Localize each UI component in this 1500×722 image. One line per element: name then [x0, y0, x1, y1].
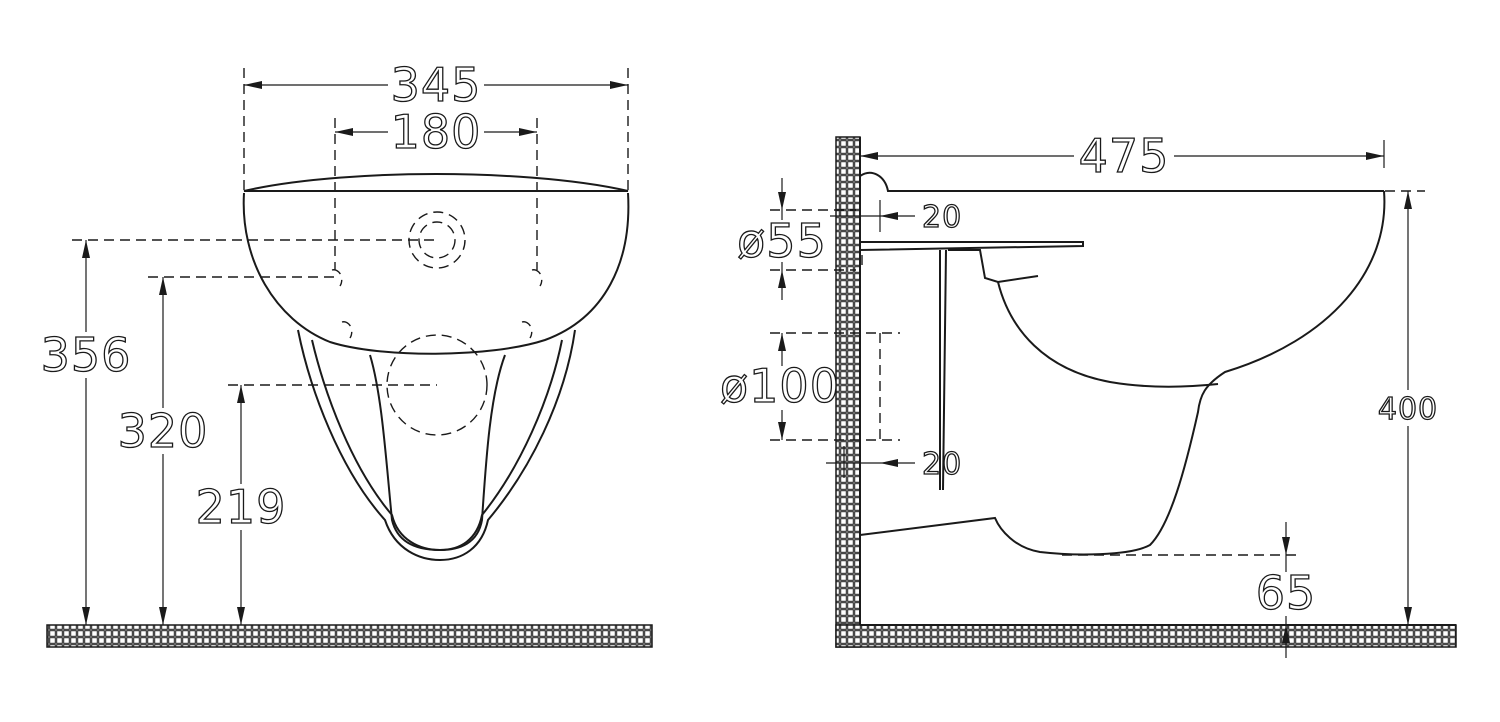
- dim-side-inlet-diameter: ø55: [737, 214, 827, 268]
- front-fix-right-top: [531, 269, 543, 287]
- dim-side-height: 400: [1378, 392, 1438, 427]
- side-rim: [948, 249, 1039, 284]
- front-inlet-hidden-inner: [418, 221, 456, 259]
- front-fix-left-top: [331, 269, 343, 287]
- front-floor-hatch: [46, 624, 653, 648]
- dim-front-height-outlet: 219: [196, 480, 287, 534]
- side-seat-hinge: [859, 171, 1384, 192]
- front-outlet-hidden: [386, 334, 488, 436]
- dim-side-outlet-diameter: ø100: [720, 359, 840, 413]
- front-trap: [369, 354, 506, 552]
- front-view: 345 180 356 320 219: [38, 57, 653, 648]
- front-seat-top: [243, 172, 629, 192]
- side-view: 475 20 ø55 ø100 20 400 65: [719, 128, 1457, 658]
- side-floor-hatch: [835, 624, 1457, 648]
- front-fix-right-bottom: [521, 321, 533, 339]
- front-fix-left-bottom: [341, 321, 353, 339]
- side-inlet-pipe: [859, 241, 1084, 252]
- dim-front-width: 345: [391, 58, 482, 112]
- dim-front-fixing-spacing: 180: [391, 105, 482, 159]
- side-bowl-inner: [997, 281, 1219, 388]
- dim-front-height-top: 356: [41, 328, 132, 382]
- front-pedestal-outer: [297, 329, 576, 562]
- dim-side-depth: 475: [1079, 129, 1170, 183]
- side-outlet-pipe-b: [942, 249, 947, 491]
- side-bowl-profile: [859, 190, 1386, 556]
- front-pedestal-inner: [311, 339, 563, 552]
- front-bowl-body: [242, 192, 630, 355]
- dim-front-height-fixing: 320: [118, 404, 209, 458]
- dim-side-bowl-clearance: 65: [1256, 566, 1317, 620]
- dim-side-wall-offset-top: 20: [922, 200, 962, 235]
- dim-side-wall-offset-bottom: 20: [922, 447, 962, 482]
- side-wall-hatch: [835, 136, 861, 648]
